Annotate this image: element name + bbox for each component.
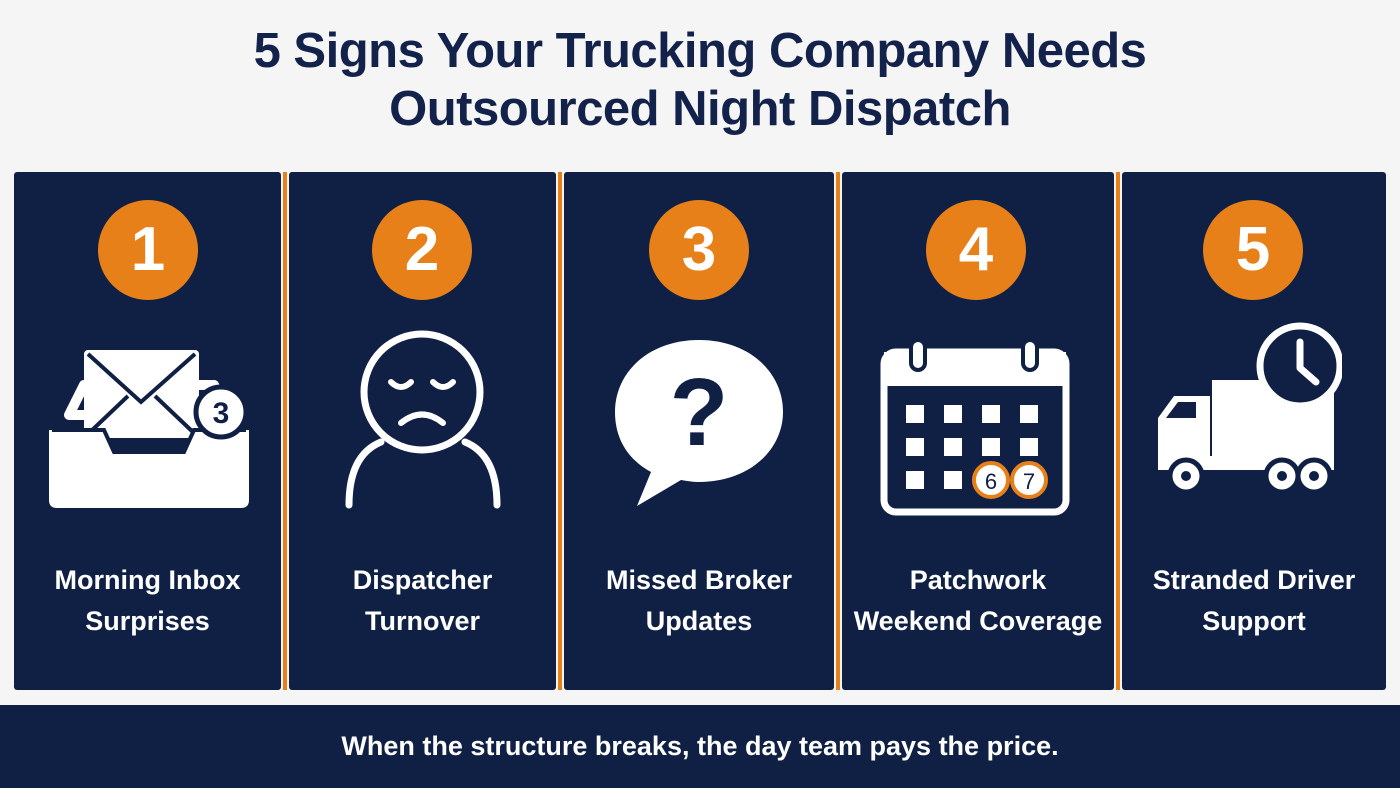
sign-label-line-2: Updates xyxy=(645,606,753,636)
weekend-day-saturday: 6 xyxy=(985,469,997,494)
number-badge: 5 xyxy=(1203,200,1303,300)
truck-clock-icon xyxy=(1152,320,1344,520)
sign-card-5: 5 Stranded Driver Support xyxy=(1122,172,1386,690)
orange-divider xyxy=(836,172,840,690)
sign-label-line-1: Dispatcher xyxy=(352,565,493,595)
sign-label-line-1: Missed Broker xyxy=(605,565,793,595)
title-line-1: 5 Signs Your Trucking Company Needs xyxy=(253,24,1147,78)
sign-card-1: 1 3 Morning Inbox Surprises xyxy=(14,172,281,690)
number-badge: 1 xyxy=(98,200,198,300)
sign-label-line-1: Stranded Driver xyxy=(1152,565,1356,595)
number-badge: 3 xyxy=(649,200,749,300)
orange-divider xyxy=(558,172,562,690)
sign-card-2: 2 Dispatcher Turnover xyxy=(289,172,556,690)
orange-divider xyxy=(283,172,287,690)
sign-label-line-1: Patchwork xyxy=(909,565,1047,595)
inbox-envelope-icon: 3 xyxy=(44,320,254,520)
sign-label-line-1: Morning Inbox xyxy=(54,565,241,595)
sign-card-4: 4 6 7 Patchwork xyxy=(842,172,1114,690)
sign-label: Stranded Driver Support xyxy=(1122,560,1386,642)
sign-label-line-2: Support xyxy=(1202,606,1306,636)
weekend-day-sunday: 7 xyxy=(1023,469,1035,494)
sign-label-line-2: Surprises xyxy=(85,606,210,636)
inbox-count-badge: 3 xyxy=(213,397,230,430)
sad-person-icon xyxy=(329,320,519,520)
number-badge: 2 xyxy=(372,200,472,300)
sign-label-line-2: Weekend Coverage xyxy=(853,606,1103,636)
sign-label: Morning Inbox Surprises xyxy=(14,560,281,642)
sign-label: Dispatcher Turnover xyxy=(289,560,556,642)
sign-label: Patchwork Weekend Coverage xyxy=(842,560,1114,642)
sign-label-line-2: Turnover xyxy=(364,606,480,636)
orange-divider xyxy=(1116,172,1120,690)
signs-grid: 1 3 Morning Inbox Surprises 2 xyxy=(0,172,1400,690)
number-badge: 4 xyxy=(926,200,1026,300)
sign-card-3: 3 ? Missed Broker Updates xyxy=(564,172,834,690)
title-line-2: Outsourced Night Dispatch xyxy=(389,82,1011,136)
page-title: 5 Signs Your Trucking Company Needs Outs… xyxy=(0,22,1400,138)
footer-banner: When the structure breaks, the day team … xyxy=(0,705,1400,788)
sign-label: Missed Broker Updates xyxy=(564,560,834,642)
calendar-icon: 6 7 xyxy=(878,320,1078,520)
svg-text:?: ? xyxy=(670,359,729,466)
footer-text: When the structure breaks, the day team … xyxy=(341,731,1059,761)
question-speech-bubble-icon: ? xyxy=(609,320,789,520)
